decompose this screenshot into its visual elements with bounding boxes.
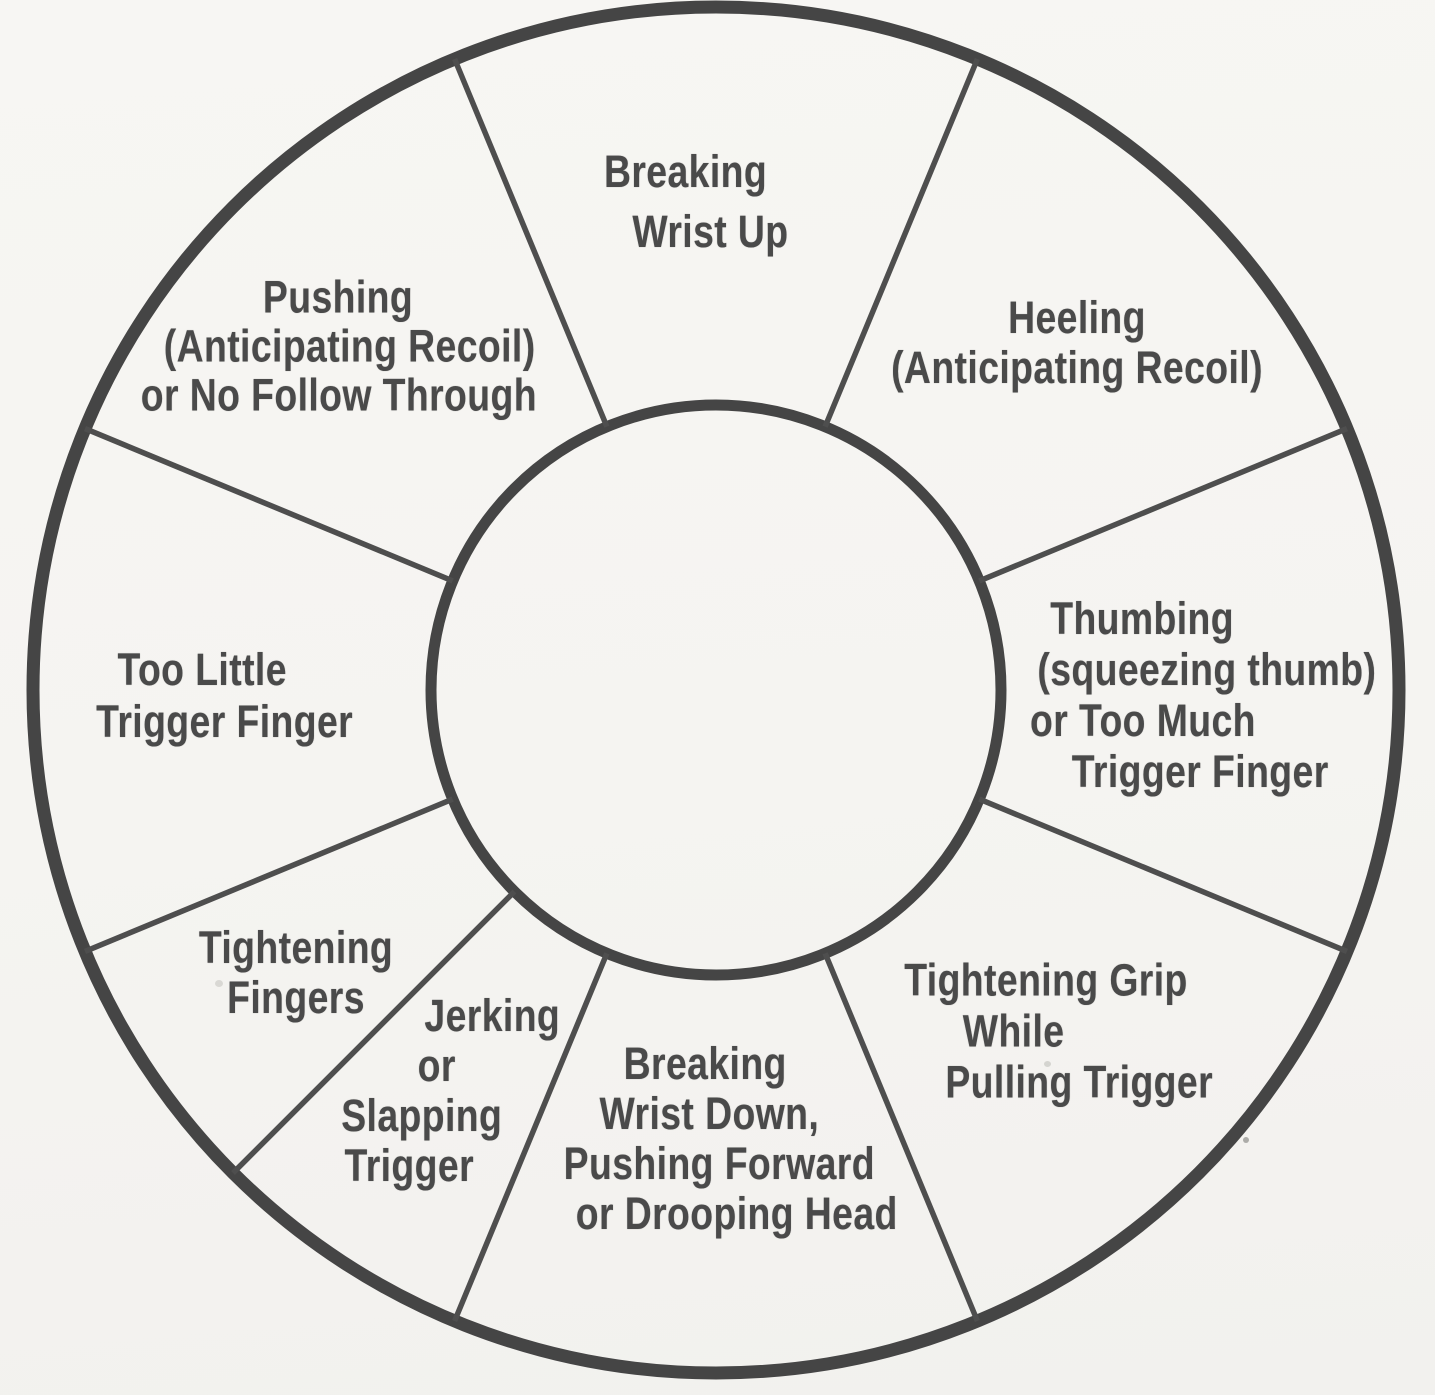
label-line: Pulling Trigger — [945, 1056, 1214, 1108]
label-line: Trigger Finger — [1071, 746, 1329, 797]
segment-divider-line — [822, 952, 980, 1323]
label-line: or No Follow Through — [140, 369, 537, 421]
segment-divider-line — [978, 426, 1349, 584]
segment-divider-line — [231, 889, 517, 1175]
label-line: Breaking — [623, 1038, 787, 1089]
label-line: Too Little — [117, 644, 287, 695]
label-line: (squeezing thumb) — [1037, 644, 1377, 695]
label-line: Thumbing — [1050, 593, 1235, 644]
segment-label-thumbing: Thumbing (squeezing thumb) or Too Much T… — [1002, 593, 1376, 797]
segment-label-pushing: Pushing (Anticipating Recoil) or No Foll… — [141, 273, 541, 420]
scan-speck — [1243, 1137, 1249, 1143]
label-line: Trigger — [344, 1140, 475, 1191]
segment-divider-line — [83, 796, 454, 954]
label-line: Wrist Down, — [599, 1088, 820, 1139]
segment-label-tightening-grip: Tightening Grip While Pulling Trigger — [904, 954, 1212, 1108]
label-line: Wrist Up — [632, 206, 789, 257]
label-line: or Drooping Head — [575, 1188, 898, 1239]
inner-circle — [425, 399, 1007, 981]
label-line: Heeling — [1008, 292, 1146, 343]
label-line: or — [417, 1040, 456, 1091]
segment-label-heeling: Heeling (Anticipating Recoil) — [891, 293, 1263, 393]
label-line: Pushing Forward — [563, 1138, 875, 1189]
label-line: Tightening — [198, 922, 394, 973]
segment-divider-line — [978, 796, 1349, 954]
segment-label-tightening-fingers: Tightening Fingers — [199, 923, 393, 1023]
segment-divider-line — [822, 57, 980, 428]
segment-label-breaking-wrist-up: Breaking Wrist Up — [604, 142, 788, 262]
segment-divider-line — [452, 57, 610, 428]
label-line: Trigger Finger — [96, 696, 354, 747]
label-line: Pushing — [262, 271, 414, 323]
label-line: (Anticipating Recoil) — [163, 320, 536, 372]
label-line: Jerking — [424, 990, 561, 1041]
segment-divider-line — [452, 952, 610, 1323]
label-line: Tightening Grip — [904, 954, 1188, 1006]
label-line: (Anticipating Recoil) — [891, 342, 1263, 393]
scan-speck — [1044, 1061, 1051, 1067]
segment-label-breaking-wrist-down: Breaking Wrist Down, Pushing Forward or … — [555, 1039, 898, 1239]
label-line: While — [962, 1005, 1065, 1057]
segment-divider-line — [83, 426, 454, 584]
segment-label-too-little-trigger-finger: Too Little Trigger Finger — [85, 644, 353, 748]
segment-label-jerking-slapping: Jerking or Slapping Trigger — [341, 991, 560, 1191]
outer-circle — [26, 0, 1406, 1380]
label-line: Breaking — [603, 146, 768, 197]
label-line: Slapping — [341, 1090, 503, 1141]
scan-speck — [215, 980, 223, 987]
label-line: Fingers — [227, 972, 365, 1023]
label-line: or Too Much — [1030, 695, 1256, 746]
